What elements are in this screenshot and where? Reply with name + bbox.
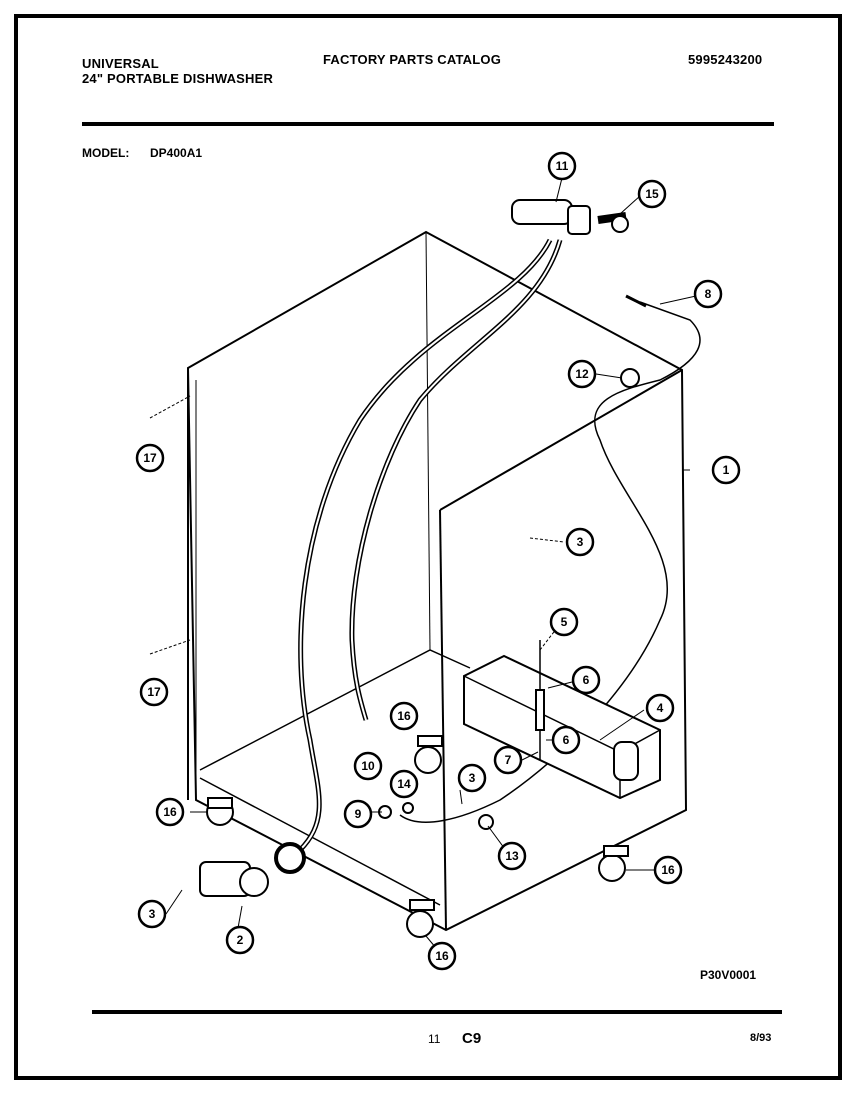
callout-17-upper: 17 <box>135 443 165 473</box>
callout-8: 8 <box>693 279 723 309</box>
callout-16-left: 16 <box>155 797 185 827</box>
footer-rule <box>92 1010 782 1014</box>
callout-12: 12 <box>567 359 597 389</box>
callouts: 11 15 8 12 1 17 3 17 5 6 4 16 6 7 10 14 … <box>135 151 741 971</box>
svg-text:2: 2 <box>237 933 244 947</box>
callout-3-upper: 3 <box>565 527 595 557</box>
faucet-adapter <box>511 199 573 225</box>
callout-6-lower: 6 <box>551 725 581 755</box>
section-code: C9 <box>462 1030 482 1047</box>
svg-text:12: 12 <box>575 367 589 381</box>
callout-16-right: 16 <box>653 855 683 885</box>
svg-text:4: 4 <box>657 701 664 715</box>
svg-text:6: 6 <box>583 673 590 687</box>
callout-16-center: 16 <box>389 701 419 731</box>
power-cord <box>399 301 701 823</box>
product-name: 24" PORTABLE DISHWASHER <box>82 71 274 86</box>
page-border <box>14 14 842 1080</box>
callout-4: 4 <box>645 693 675 723</box>
callout-9: 9 <box>343 799 373 829</box>
svg-text:9: 9 <box>355 807 362 821</box>
callout-17-lower: 17 <box>139 677 169 707</box>
brand-name: UNIVERSAL <box>82 56 159 71</box>
figure-id: P30V0001 <box>700 968 757 982</box>
svg-text:5: 5 <box>561 615 568 629</box>
caster-rear-left <box>414 735 443 774</box>
callout-3-middle: 3 <box>457 763 487 793</box>
svg-text:16: 16 <box>397 709 411 723</box>
svg-text:14: 14 <box>397 777 411 791</box>
model-label: MODEL: <box>82 146 130 160</box>
caster-front-left <box>206 797 234 826</box>
svg-text:16: 16 <box>435 949 449 963</box>
callout-16-bottom: 16 <box>427 941 457 971</box>
svg-text:3: 3 <box>469 771 476 785</box>
svg-text:16: 16 <box>661 863 675 877</box>
caster-rear-right <box>598 845 629 882</box>
svg-text:17: 17 <box>147 685 161 699</box>
catalog-number: 5995243200 <box>688 52 763 67</box>
callout-11: 11 <box>547 151 577 181</box>
callout-1: 1 <box>711 455 741 485</box>
callout-10: 10 <box>353 751 383 781</box>
svg-text:1: 1 <box>723 463 730 477</box>
revision-date: 8/93 <box>750 1032 772 1044</box>
header-rule <box>82 122 774 126</box>
svg-text:8: 8 <box>705 287 712 301</box>
svg-text:17: 17 <box>143 451 157 465</box>
callout-14: 14 <box>389 769 419 799</box>
callout-7: 7 <box>493 745 523 775</box>
model-value: DP400A1 <box>150 146 203 160</box>
callout-5: 5 <box>549 607 579 637</box>
svg-text:7: 7 <box>505 753 512 767</box>
svg-text:3: 3 <box>577 535 584 549</box>
drain-hose <box>349 239 563 721</box>
callout-2: 2 <box>225 925 255 955</box>
callout-15: 15 <box>637 179 667 209</box>
svg-text:13: 13 <box>505 849 519 863</box>
svg-text:16: 16 <box>163 805 177 819</box>
catalog-title: FACTORY PARTS CATALOG <box>323 52 502 67</box>
svg-text:15: 15 <box>645 187 659 201</box>
page-number: 11 <box>428 1032 441 1046</box>
callout-13: 13 <box>497 841 527 871</box>
svg-text:6: 6 <box>563 733 570 747</box>
caster-front-right <box>406 899 435 938</box>
callout-6-upper: 6 <box>571 665 601 695</box>
svg-text:3: 3 <box>149 907 156 921</box>
callout-3-lower: 3 <box>137 899 167 929</box>
svg-text:10: 10 <box>361 759 375 773</box>
cabinet-outline <box>186 230 688 932</box>
svg-text:11: 11 <box>556 159 569 173</box>
